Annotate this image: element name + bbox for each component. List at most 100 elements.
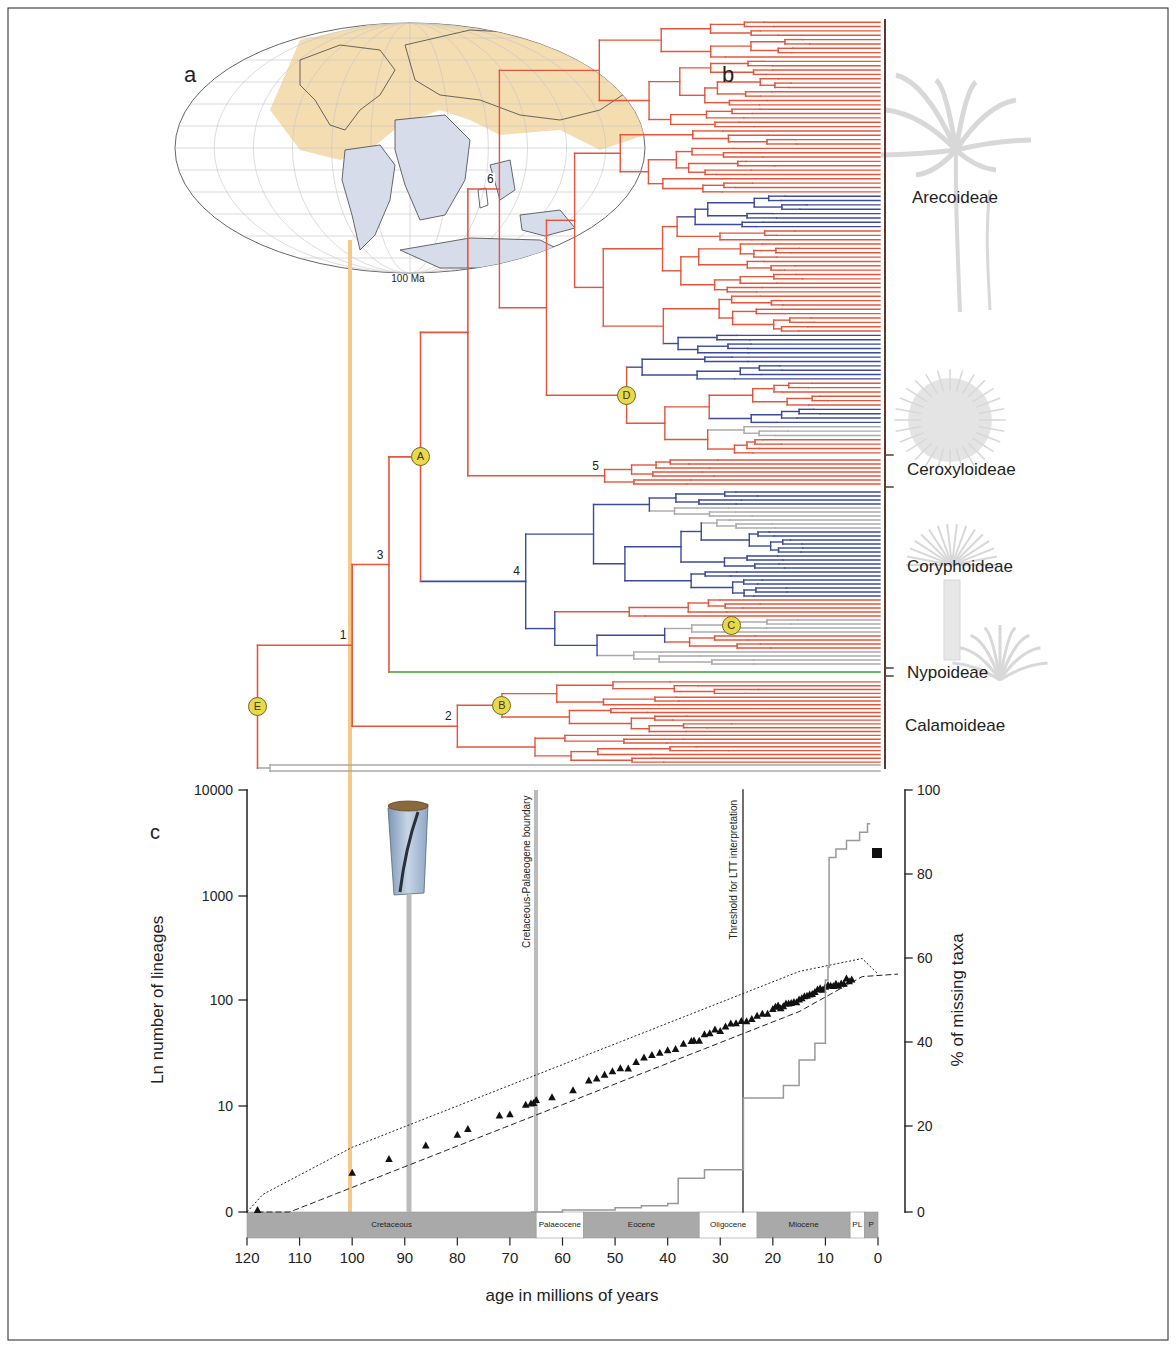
ltt-point [695,1037,703,1044]
branch [502,716,569,717]
tip-branch [760,108,880,109]
branch [632,473,653,474]
branch [670,463,688,464]
tip-branch [785,195,880,196]
branch [789,383,812,384]
branch [715,289,728,290]
branch [732,108,760,109]
tip-branch [799,248,880,249]
branch [717,519,730,520]
palm-trunk [987,190,990,310]
branch [599,100,649,101]
branch [705,571,736,572]
tip-branch [735,378,880,379]
branch [783,543,802,544]
period-band [584,1212,700,1238]
tip-branch [664,761,880,762]
node-letter: D [623,390,631,401]
branch [613,681,670,682]
palm-silhouettes [881,75,1048,680]
branch [747,267,771,268]
branch [715,635,756,636]
tip-branch [777,235,880,236]
tip-branch [749,352,880,353]
tip-branch [754,595,880,596]
branch [499,70,599,71]
node-number: 1 [339,629,348,643]
branch [712,663,754,664]
tip-branch [820,413,880,414]
tip-branch [754,659,880,660]
tip-branch [702,471,880,472]
branch [642,359,705,360]
branch [729,104,759,105]
tip-branch [744,117,880,118]
branch [748,65,772,66]
tip-branch [724,631,880,632]
branch [751,50,778,51]
tip-branch [754,663,880,664]
branch [747,559,783,560]
branch [747,261,764,262]
branch [499,307,546,308]
branch [656,467,709,468]
ltt-point [422,1142,430,1149]
branch [771,541,783,542]
panel-letter: c [150,821,160,844]
palm-leaf [963,375,974,393]
tip-branch [767,74,881,75]
tick-label: 100 [340,1249,365,1266]
tip-branch [760,603,880,604]
branch [526,628,555,629]
continent-outline [478,188,488,208]
tip-branch [807,326,880,327]
branch [624,742,667,743]
branch [653,475,714,476]
y-tick [905,1041,912,1042]
branch [740,367,759,368]
branch [706,117,743,118]
branch [749,545,770,546]
branch [778,52,792,53]
tip-branch [810,43,880,44]
branch [790,317,811,318]
ltt-point [601,1071,609,1078]
tip-branch [796,274,880,275]
branch [676,167,688,168]
branch [709,418,751,419]
tip-branch [707,727,880,728]
tip-branch [737,335,880,336]
branch [708,605,725,606]
tip-branch [741,152,880,153]
branch [708,599,720,600]
branch [603,698,654,699]
tick-label: 120 [234,1249,259,1266]
tip-branch [800,209,880,210]
branch [663,343,678,344]
branch [705,356,732,357]
y-tick [905,789,912,790]
node-marker: B [492,696,511,715]
tip-branch [802,543,880,544]
branch [629,615,645,616]
tick-label: 40 [659,1249,676,1266]
tip-branch [741,499,880,500]
tip-branch [722,178,880,179]
axis-title: age in millions of years [486,1286,659,1306]
ltt-point [569,1086,577,1093]
tip-branch [772,91,880,92]
backbone-branch [258,767,270,769]
tip-branch [756,226,880,227]
branch [695,209,708,210]
subfamily-name: Nypoideae [907,663,988,683]
branch [728,141,767,142]
branch [771,304,782,305]
branch [789,387,809,388]
tip-branch [626,735,880,736]
missing-taxa-line [531,824,870,1212]
node-number: 5 [591,460,600,474]
branch [631,717,654,718]
tip-branch [761,95,880,96]
period-band [699,1212,757,1238]
branch [653,471,702,472]
